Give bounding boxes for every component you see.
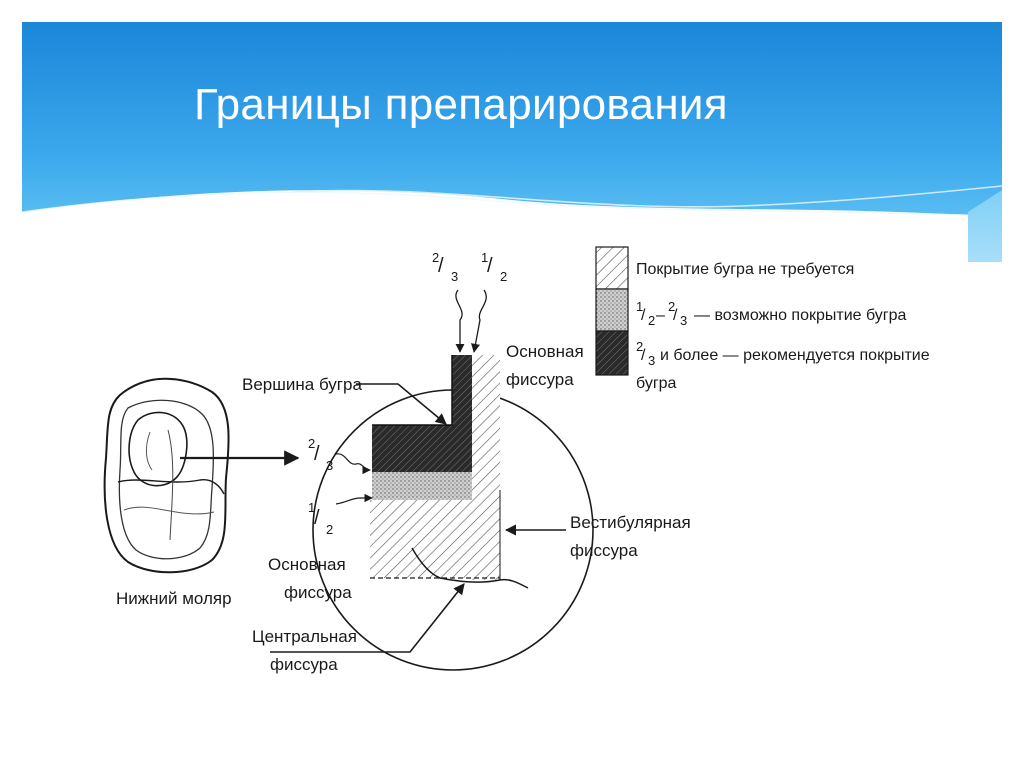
- slide-frame: Границы препарирования: [22, 22, 1002, 746]
- main-fissure-top-label-line1: Основная: [506, 342, 584, 361]
- legend-swatch-dotted: [595, 288, 629, 332]
- svg-text:/: /: [438, 255, 444, 277]
- svg-text:1: 1: [481, 250, 488, 265]
- main-fissure-top-label-line2: фиссура: [506, 370, 574, 389]
- one-half-arrow: [471, 289, 487, 353]
- svg-text:2: 2: [636, 339, 643, 354]
- svg-text:3: 3: [648, 353, 655, 368]
- two-thirds-arrow: [455, 289, 465, 353]
- cusp-tip-pointer: [356, 383, 447, 425]
- header-banner: [22, 22, 1002, 262]
- top-fraction-two-thirds: 2 / 3: [432, 250, 458, 284]
- molar-drawing: [103, 377, 230, 574]
- svg-text:3: 3: [451, 269, 458, 284]
- side-two-thirds-arrow: [335, 453, 371, 475]
- legend-item-3-text: и более — рекомендуется покрытие: [660, 347, 930, 364]
- svg-text:2: 2: [668, 299, 675, 314]
- svg-text:/: /: [673, 307, 678, 324]
- legend-item-2: 1 / 2 – 2 / 3 — возможно покрытие бугра: [636, 299, 907, 328]
- central-fissure-label-line2: фиссура: [270, 655, 338, 674]
- vestibular-fissure-label-line1: Вестибулярная: [570, 513, 691, 532]
- svg-text:1: 1: [308, 500, 315, 515]
- slide-title: Границы препарирования: [194, 80, 728, 129]
- top-fraction-one-half: 1 / 2: [481, 250, 507, 284]
- vestibular-fissure-label-line2: фиссура: [570, 541, 638, 560]
- svg-text:/: /: [314, 443, 320, 465]
- svg-text:1: 1: [636, 299, 643, 314]
- svg-text:/: /: [314, 507, 320, 529]
- legend-item-2-text: — возможно покрытие бугра: [694, 307, 907, 324]
- central-fissure-pointer: [270, 583, 465, 653]
- section-layers: [370, 355, 529, 589]
- legend-item-3-text-line2: бугра: [636, 375, 677, 392]
- legend: Покрытие бугра не требуется 1 / 2 – 2 / …: [595, 246, 930, 392]
- svg-text:/: /: [641, 307, 646, 324]
- main-fissure-bottom-label-line1: Основная: [268, 555, 346, 574]
- main-fissure-bottom-label-line2: фиссура: [284, 583, 352, 602]
- svg-text:2: 2: [326, 522, 333, 537]
- central-fissure-label-line1: Центральная: [252, 627, 357, 646]
- legend-item-1-text: Покрытие бугра не требуется: [636, 261, 854, 278]
- legend-swatch-dark: [595, 330, 629, 376]
- legend-item-3: 2 / 3 и более — рекомендуется покрытие б…: [636, 339, 930, 392]
- svg-text:3: 3: [680, 313, 687, 328]
- side-fraction-two-thirds: 2 / 3: [308, 436, 333, 473]
- side-fraction-one-half: 1 / 2: [308, 500, 333, 537]
- cusp-tip-label: Вершина бугра: [242, 375, 362, 394]
- svg-text:/: /: [641, 347, 646, 364]
- side-one-half-arrow: [335, 493, 373, 505]
- svg-text:2: 2: [500, 269, 507, 284]
- svg-text:–: –: [656, 307, 665, 324]
- molar-label: Нижний моляр: [116, 589, 232, 608]
- svg-text:2: 2: [648, 313, 655, 328]
- svg-text:/: /: [487, 255, 493, 277]
- svg-text:3: 3: [326, 458, 333, 473]
- svg-text:2: 2: [308, 436, 315, 451]
- legend-swatch-hatched: [595, 246, 629, 290]
- svg-text:2: 2: [432, 250, 439, 265]
